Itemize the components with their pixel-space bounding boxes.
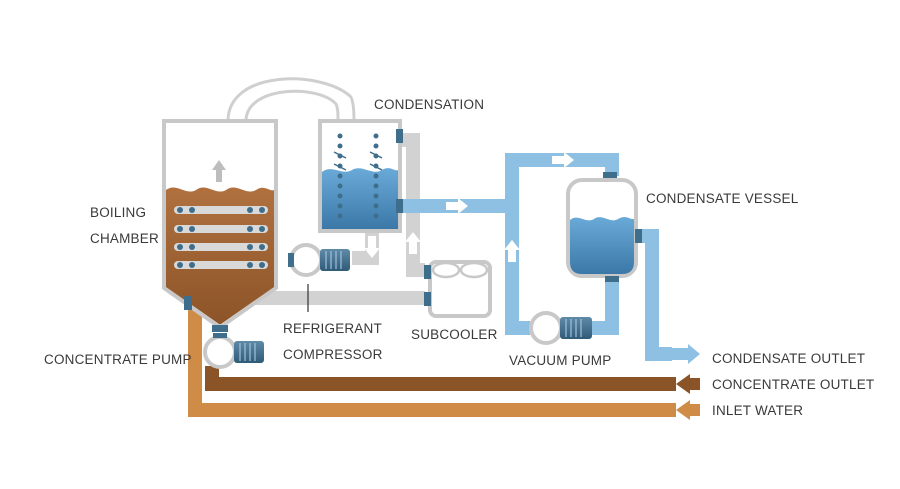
condensation-unit [318, 119, 421, 258]
label-vacuum-pump: VACUUM PUMP [509, 353, 611, 368]
vacuum-to-vessel-pipe [592, 278, 619, 335]
inlet-water-pipe [188, 300, 676, 417]
condensate-outlet-pipe [637, 229, 672, 361]
concentrate-outlet-arrow-icon [676, 374, 700, 394]
vessel-water [570, 216, 634, 274]
label-condensate-vessel: CONDENSATE VESSEL [646, 191, 799, 206]
boiling-chamber [162, 119, 278, 332]
subcooler [424, 260, 492, 318]
inlet-water-arrow-icon [676, 400, 700, 420]
concentrate-outlet-pipe [205, 366, 676, 391]
refrigerant-compressor-pump [288, 243, 350, 277]
vapour-up-arrow-icon [212, 160, 226, 182]
condensate-water [322, 168, 398, 229]
vacuum-riser-pipe [505, 206, 530, 335]
label-boiling-chamber-line1: BOILING [90, 205, 146, 220]
condensate-vessel [566, 172, 642, 282]
label-concentrate-pump: CONCENTRATE PUMP [44, 352, 192, 367]
blue-flow-arrow-right-icon [446, 198, 468, 214]
blue-flow-arrow-up-icon [504, 240, 520, 262]
label-boiling-chamber-line2: CHAMBER [90, 231, 159, 246]
heat-exchanger-tubes [174, 206, 268, 269]
label-refrigerant-compressor-line1: REFRIGERANT [283, 321, 382, 336]
concentrate-pump [203, 333, 264, 369]
vapour-arch-pipe [226, 77, 356, 122]
return-up-arrow-icon [405, 232, 421, 254]
boiling-liquid [166, 187, 274, 324]
label-subcooler: SUBCOOLER [411, 327, 498, 342]
label-refrigerant-compressor-line2: COMPRESSOR [283, 347, 383, 362]
vacuum-pump [529, 311, 592, 345]
label-condensate-outlet: CONDENSATE OUTLET [712, 351, 865, 366]
condensation-to-vacuum-pipe [400, 153, 619, 213]
label-concentrate-outlet: CONCENTRATE OUTLET [712, 377, 874, 392]
condensate-outlet-arrow-icon [672, 344, 700, 364]
label-condensation: CONDENSATION [374, 97, 484, 112]
label-inlet-water: INLET WATER [712, 403, 803, 418]
blue-flow-arrow-top-icon [552, 152, 574, 168]
compressor-down-arrow-icon [364, 236, 380, 258]
